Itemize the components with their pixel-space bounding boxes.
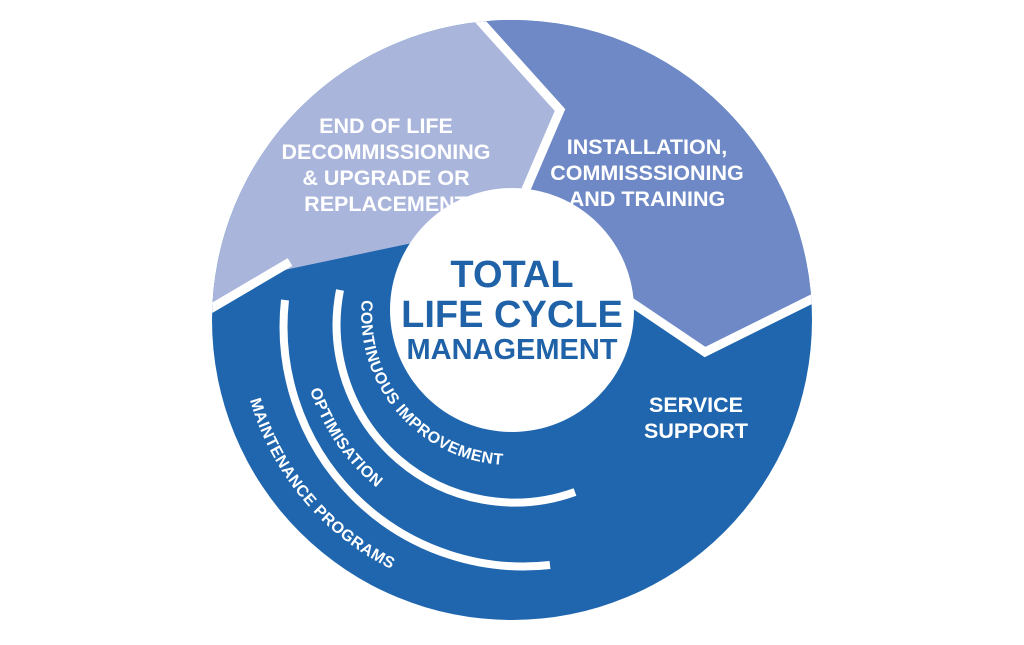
disc [212,20,812,620]
segment-separator-left [212,258,293,319]
center-title-line1: TOTAL [450,254,573,296]
center-title-line2: LIFE CYCLE [401,294,623,336]
service-support-label: SERVICE SUPPORT [644,393,748,443]
installation-line1: INSTALLATION, [567,135,727,159]
end-of-life-label: END OF LIFE DECOMMISSIONING & UPGRADE OR… [281,114,490,216]
band-middle [279,299,551,571]
center-title-line3: MANAGEMENT [406,334,617,366]
installation-line2: COMMISSSIONING [550,161,744,185]
end-of-life-line3: & UPGRADE OR [302,166,470,190]
end-of-life-line4: REPLACEMENT [304,192,468,216]
installation-line3: AND TRAINING [569,187,725,211]
service-support-line2: SUPPORT [644,419,748,443]
segment-separator-right [466,20,566,224]
center-circle [390,188,634,432]
service-support-line1: SERVICE [649,393,743,417]
end-of-life-line1: END OF LIFE [319,114,453,138]
installation-label: INSTALLATION, COMMISSSIONING AND TRAININ… [550,135,744,211]
end-of-life-line2: DECOMMISSIONING [281,140,490,164]
band-inner [332,289,577,507]
